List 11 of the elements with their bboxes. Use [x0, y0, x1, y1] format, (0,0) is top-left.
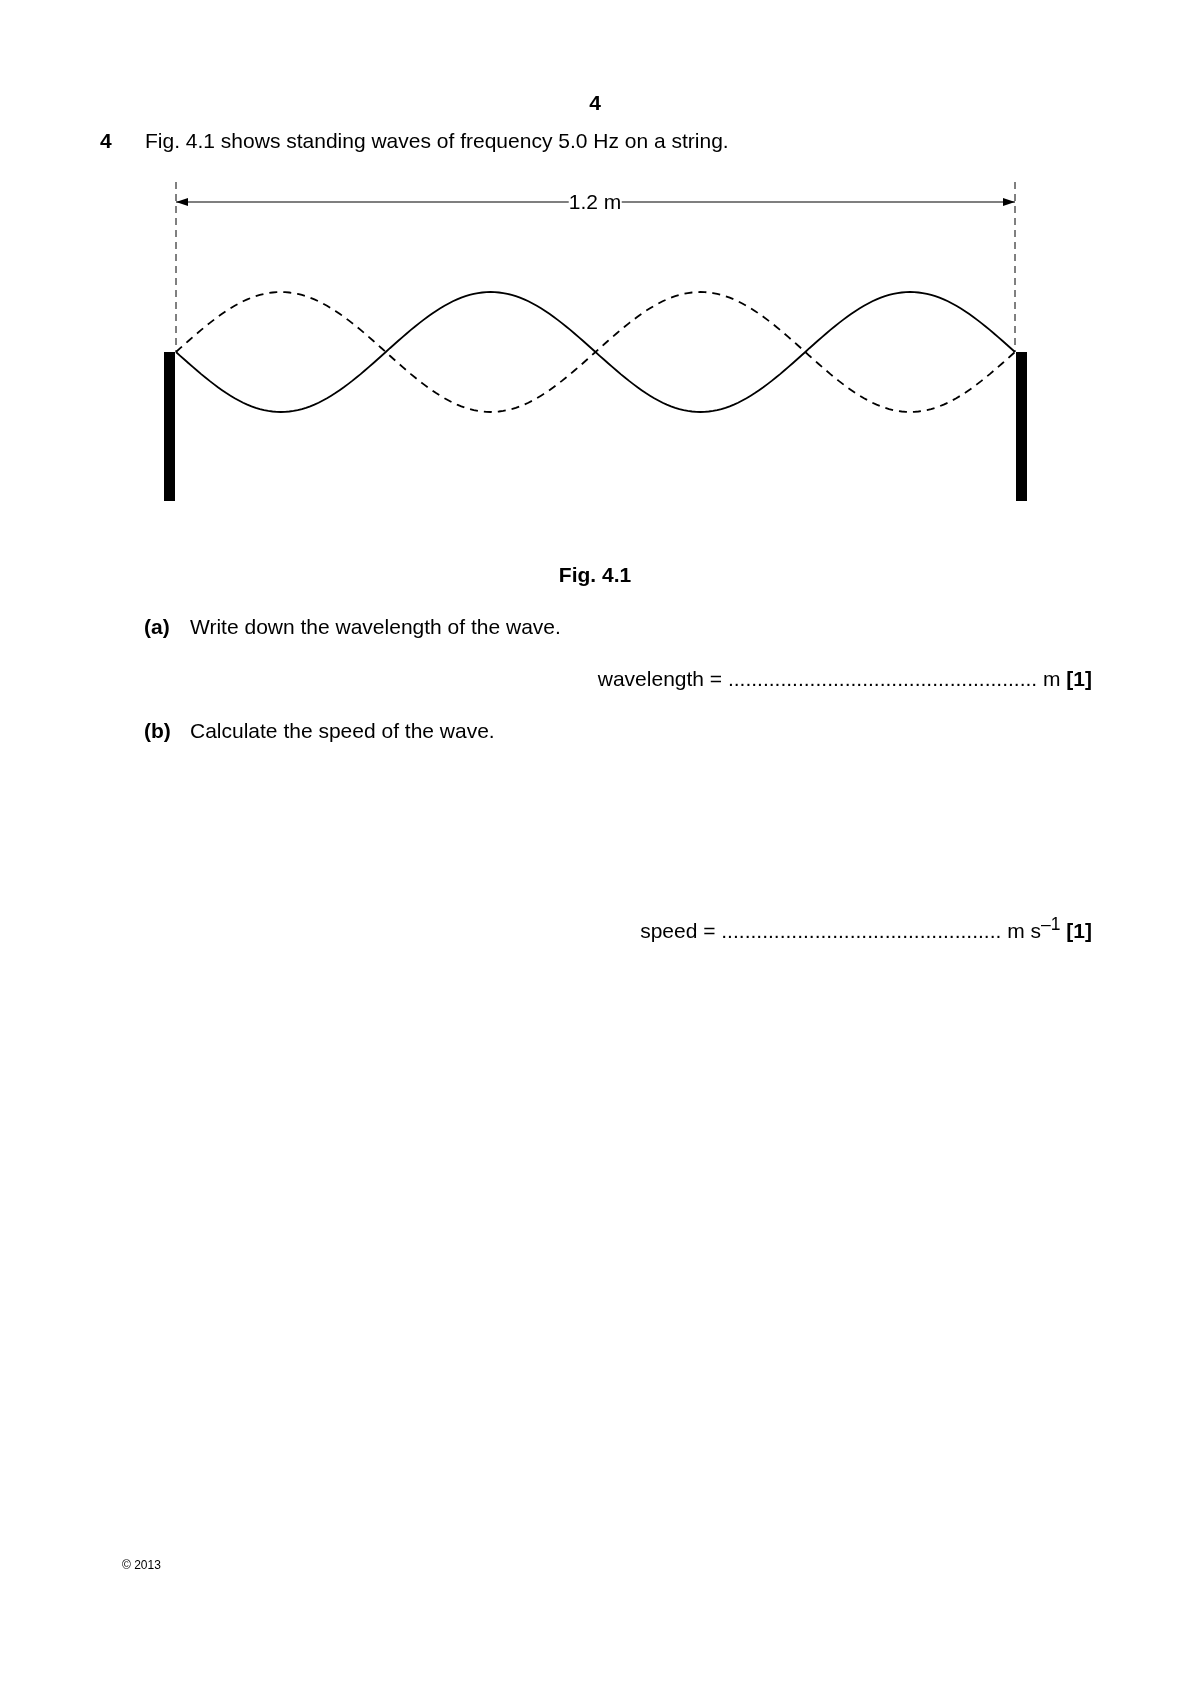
question-number: 4 [100, 128, 112, 154]
part-label: (b) [144, 718, 171, 744]
answer-line: wavelength = ..................................................... m [1] [597, 666, 1092, 692]
answer-line: speed = ................................................ m s$^{–1}$ [1] [640, 914, 1092, 944]
page-number: 4 [589, 90, 601, 116]
question-text: Calculate the speed of the wave. [190, 718, 495, 744]
figure-caption: Fig. 4.1 [558, 562, 632, 588]
copyright-notice: © 2013 [122, 1558, 161, 1573]
part-label: (a) [144, 614, 170, 640]
question-text: Fig. 4.1 shows standing waves of frequency 5.0 Hz on a string. [145, 128, 729, 154]
question-text: Write down the wavelength of the wave. [190, 614, 561, 640]
